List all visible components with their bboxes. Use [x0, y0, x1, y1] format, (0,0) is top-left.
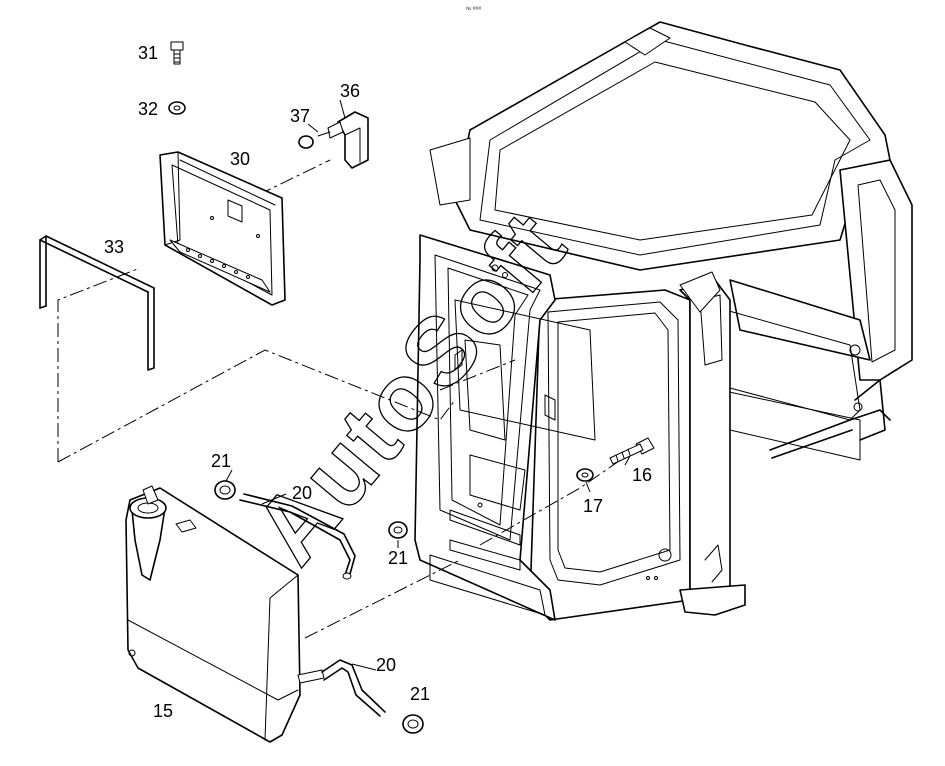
label-36: 36	[340, 81, 360, 101]
strap-33	[39, 235, 155, 371]
tray-30	[159, 151, 286, 306]
grommet-21-upper	[214, 480, 236, 500]
cab-frame	[414, 21, 913, 621]
hose-20-lower	[321, 659, 386, 717]
label-30: 30	[230, 149, 250, 169]
label-15: 15	[153, 701, 173, 721]
label-21-lower: 21	[410, 684, 430, 704]
label-32: 32	[138, 99, 158, 119]
tray-30-rivets	[186, 216, 260, 279]
washer-17	[576, 468, 594, 482]
tank-15	[125, 485, 325, 743]
grommet-21-lower	[402, 714, 424, 734]
washer-32	[168, 101, 186, 115]
label-33: 33	[104, 237, 124, 257]
label-17: 17	[583, 496, 603, 516]
label-37: 37	[290, 106, 310, 126]
leader-lines	[225, 99, 631, 671]
bolt-31	[170, 41, 184, 65]
label-16: 16	[632, 465, 652, 485]
label-31: 31	[138, 43, 158, 63]
part-labels: 31 32 36 37 30 33 21 20 21 16 17 20 21 1…	[104, 43, 652, 721]
bracket-36	[317, 111, 369, 169]
grommet-21-middle	[388, 521, 408, 539]
label-20-upper: 20	[292, 483, 312, 503]
header-caption: № ###	[466, 6, 481, 12]
assembly-lines	[57, 159, 633, 639]
hose-20-upper	[239, 493, 356, 580]
bolt-16	[609, 437, 655, 465]
label-21-upper: 21	[211, 451, 231, 471]
cap-37	[298, 135, 314, 149]
label-20-lower: 20	[376, 655, 396, 675]
label-21-middle: 21	[388, 548, 408, 568]
